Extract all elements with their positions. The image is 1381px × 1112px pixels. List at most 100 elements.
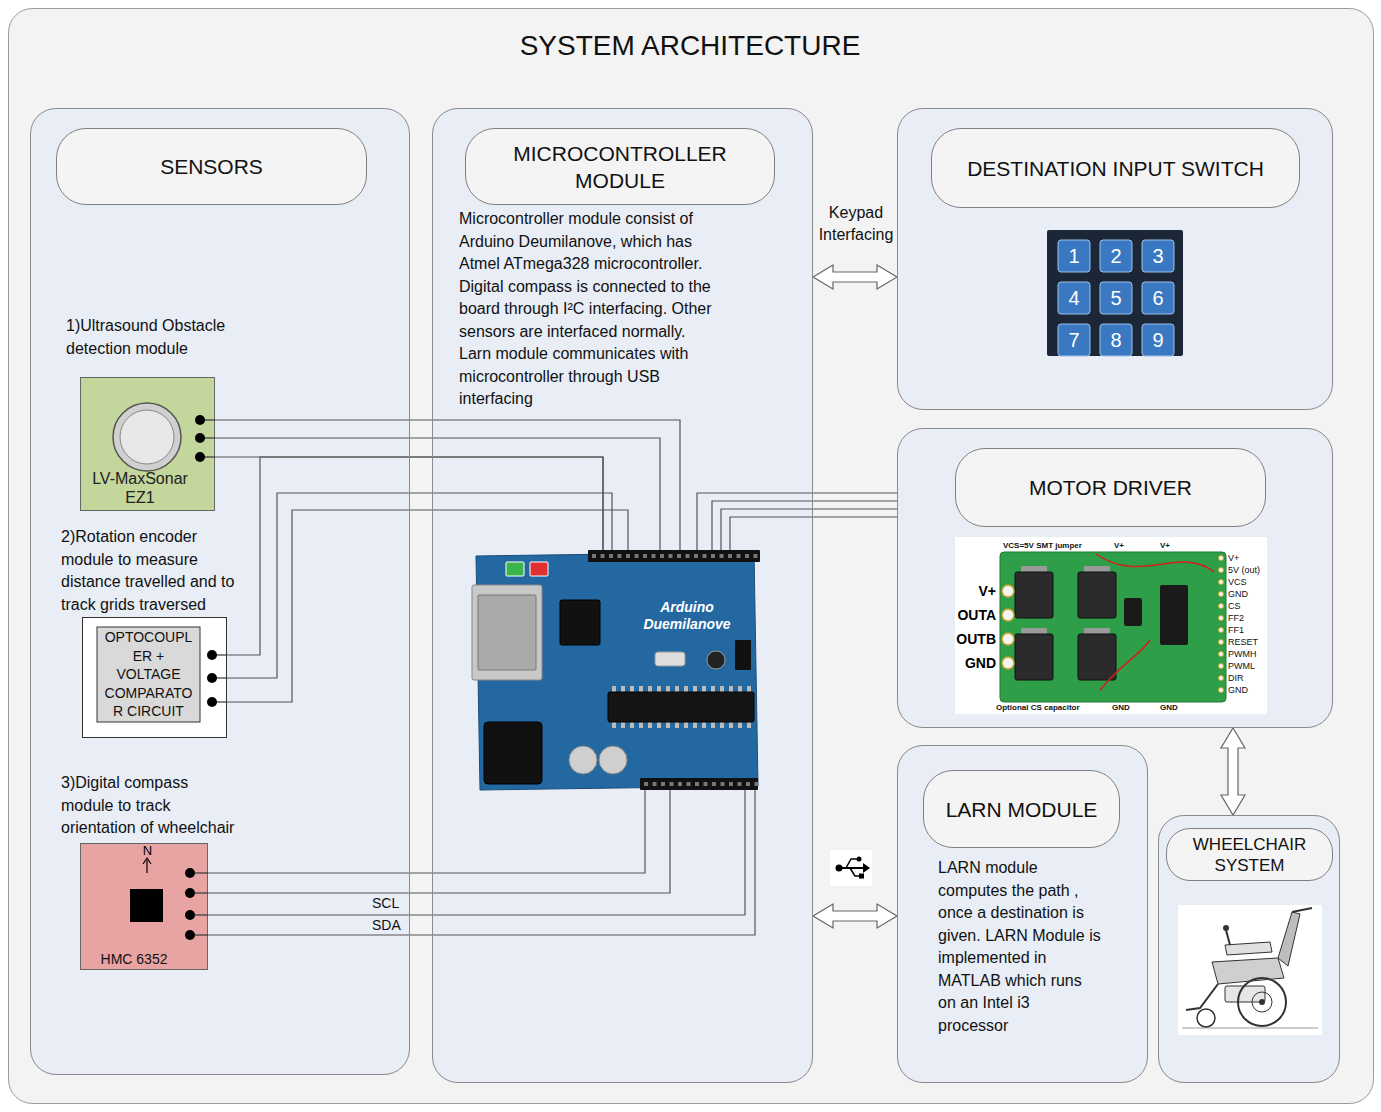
- pin-hole: [1219, 580, 1224, 585]
- header-pin: [669, 554, 673, 558]
- encoder-module: 2)Rotation encoder module to measure dis…: [82, 617, 227, 738]
- key: [1100, 240, 1132, 272]
- photo-ground: [1178, 905, 1322, 1035]
- double-arrow: [813, 265, 897, 289]
- chip-leg: [738, 722, 742, 728]
- pin-name-text: FF1: [1228, 624, 1268, 636]
- part-name: HMC 6352: [84, 951, 184, 968]
- header-pin: [728, 554, 732, 558]
- pin: [195, 452, 205, 462]
- panel-heading-text: MICROCONTROLLER MODULE: [476, 140, 764, 194]
- header-pin: [660, 554, 664, 558]
- key-digit: 4: [1058, 282, 1090, 314]
- pin-name-text: GND: [1228, 588, 1268, 600]
- wire: [208, 790, 755, 935]
- mosfet: [1078, 634, 1116, 680]
- pin-hole: [1219, 664, 1224, 669]
- panel-heading: MOTOR DRIVER: [955, 448, 1266, 527]
- compass-north: N: [140, 844, 155, 857]
- sensor-chip: [130, 889, 163, 922]
- header-pin: [609, 554, 613, 558]
- pin-name: DIR: [1228, 672, 1268, 684]
- panel-heading: LARN MODULE: [923, 770, 1120, 848]
- pin-name-text: GND: [1160, 703, 1182, 713]
- pin: [185, 888, 195, 898]
- mosfet: [1015, 572, 1053, 618]
- usb-icon-ground: [830, 850, 872, 886]
- key: [1100, 282, 1132, 314]
- terminal-name: OUTA: [948, 606, 996, 624]
- pin: [185, 868, 195, 878]
- pin-hole: [1219, 616, 1224, 621]
- panel-fill: [1158, 815, 1340, 1083]
- crystal: [655, 652, 685, 666]
- chip-leg: [639, 686, 643, 692]
- panel-heading-text: WHEELCHAIR SYSTEM: [1173, 834, 1326, 876]
- header-pin: [618, 554, 622, 558]
- pad: [1002, 609, 1014, 621]
- header-pin: [677, 554, 681, 558]
- pin-name: GND: [1228, 588, 1268, 600]
- usb-jack-inner: [478, 595, 536, 670]
- wire: [215, 457, 603, 550]
- pin-name-text: V+: [1160, 541, 1178, 551]
- header-pin: [712, 782, 716, 786]
- pin-hole: [1219, 568, 1224, 573]
- header-pin: [643, 554, 647, 558]
- key-digit: 9: [1142, 324, 1174, 356]
- reset-button: [707, 651, 725, 669]
- panel-heading: WHEELCHAIR SYSTEM: [1166, 828, 1333, 881]
- pin: [207, 697, 217, 707]
- key: [1058, 282, 1090, 314]
- terminal-name-text: V+: [948, 582, 996, 600]
- header-pin: [703, 554, 707, 558]
- circuit-name-text: OPTOCOUPLER + VOLTAGE COMPARATOR CIRCUIT: [101, 628, 196, 721]
- axle: [1259, 999, 1265, 1005]
- pin-name: FF2: [1228, 612, 1268, 624]
- pad: [1002, 657, 1014, 669]
- pcb: [476, 552, 758, 790]
- chip-leg: [738, 686, 742, 692]
- header-pin: [721, 782, 725, 786]
- panel-description: Microcontroller module consist of Arduin…: [459, 208, 717, 413]
- wire: [215, 420, 680, 550]
- key: [1142, 324, 1174, 356]
- controller-chip: [1160, 585, 1188, 645]
- wire: [730, 517, 897, 550]
- keypad: [1047, 230, 1183, 356]
- panel-heading: SENSORS: [56, 128, 367, 205]
- pin: [195, 433, 205, 443]
- wire: [697, 493, 897, 550]
- panel-heading-text: SENSORS: [67, 153, 356, 180]
- usb-chip: [560, 600, 600, 645]
- chip-leg: [675, 686, 679, 692]
- mosfet: [1078, 572, 1116, 618]
- board-print: Arduino Duemilanove: [632, 596, 742, 636]
- header-pin: [695, 782, 699, 786]
- arrow-head: [143, 858, 151, 864]
- chip-leg: [702, 722, 706, 728]
- key-digit-text: 3: [1142, 244, 1174, 268]
- battery: [1225, 986, 1265, 1002]
- wire: [712, 501, 897, 550]
- panel-fill: [897, 108, 1333, 410]
- pad: [1002, 585, 1014, 597]
- sensor-panel: SENSORS1)Ultrasound Obstacle detection m…: [30, 108, 410, 1075]
- key-digit-text: 5: [1100, 286, 1132, 310]
- pin-hole: [1219, 688, 1224, 693]
- pad: [1002, 633, 1014, 645]
- microcontroller-panel: MICROCONTROLLER MODULE Microcontroller mo…: [432, 108, 813, 1083]
- chip-leg: [747, 686, 751, 692]
- backrest: [1278, 912, 1300, 966]
- signal-name: SDA: [372, 917, 408, 934]
- key-digit-text: 2: [1100, 244, 1132, 268]
- signal-name-text: SCL: [372, 895, 408, 912]
- panel-heading-text: LARN MODULE: [934, 796, 1109, 823]
- chip-leg: [702, 686, 706, 692]
- usb-icon: [836, 865, 843, 872]
- key-digit: 3: [1142, 240, 1174, 272]
- part-name: LV-MaxSonar EZ1: [84, 468, 196, 508]
- pin-lead: [212, 701, 227, 702]
- power-jack: [484, 722, 542, 784]
- pin: [195, 415, 205, 425]
